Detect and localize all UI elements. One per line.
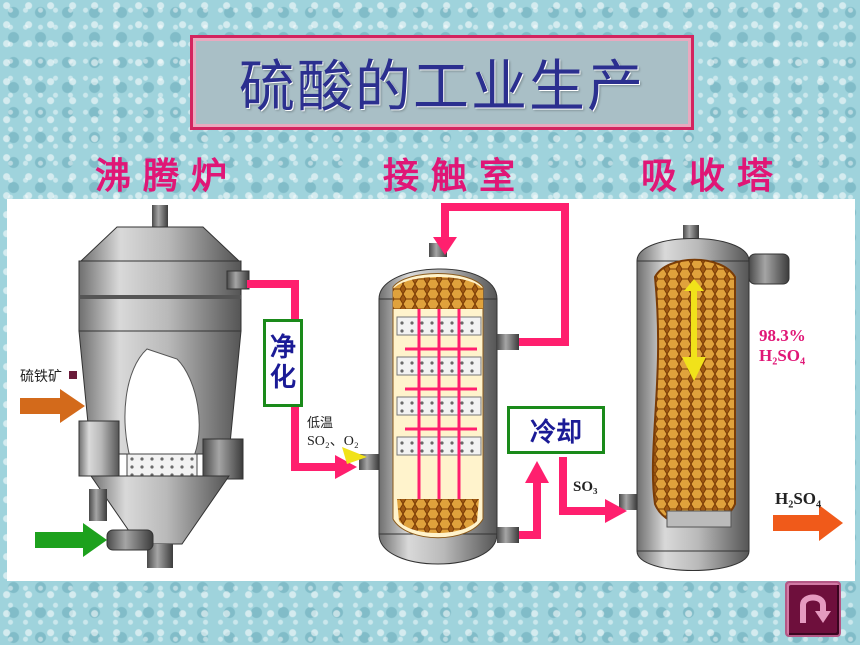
contact-chamber	[359, 243, 519, 565]
acid-down-arrow	[682, 279, 706, 381]
acid-out-arrow	[773, 505, 843, 541]
so2-o2-label: SO₂、O₂	[307, 434, 359, 449]
process-diagram: 硫铁矿 低温 SO₂、O₂ SO₃ 98.3% H₂SO₄ H₂SO₄	[20, 203, 843, 571]
cool-label: 冷却	[529, 417, 582, 448]
purify-char-2: 化	[269, 363, 296, 393]
boiling-furnace-label: 沸腾炉	[95, 156, 240, 197]
ore-label: 硫铁矿	[20, 369, 62, 385]
ore-marker	[69, 371, 77, 379]
ore-feed-arrow	[20, 389, 85, 423]
pipe-arrowhead-up	[525, 461, 549, 483]
diagram-panel: 硫铁矿 低温 SO₂、O₂ SO₃ 98.3% H₂SO₄ H₂SO₄ 净 化 …	[7, 199, 855, 581]
back-button[interactable]	[785, 581, 841, 637]
contact-chamber-label: 接触室	[383, 156, 528, 197]
acid-concentration-label: 98.3%	[759, 326, 806, 345]
page-title: 硫酸的工业生产	[239, 55, 645, 120]
pipe-arrowhead-to-top	[433, 237, 457, 255]
absorption-tower-label: 吸收塔	[641, 156, 786, 197]
so3-label: SO₃	[573, 479, 598, 495]
purify-box: 净 化	[263, 319, 303, 407]
h2so4-inlet-label: H₂SO₄	[759, 346, 805, 365]
h2so4-outlet-label: H₂SO₄	[775, 489, 821, 508]
absorption-tower	[619, 225, 790, 571]
cool-box: 冷却	[507, 406, 605, 454]
purify-char-1: 净	[269, 333, 296, 363]
pipe-arrowhead-to-chamber	[335, 455, 357, 479]
low-temp-label: 低温	[307, 415, 333, 430]
boiling-furnace	[78, 205, 250, 568]
u-turn-arrow-icon	[800, 594, 831, 623]
yellow-flow-tip	[342, 447, 367, 464]
pipe-arrowhead-to-tower	[605, 499, 627, 523]
air-feed-arrow	[35, 523, 107, 557]
title-box: 硫酸的工业生产	[190, 35, 694, 130]
